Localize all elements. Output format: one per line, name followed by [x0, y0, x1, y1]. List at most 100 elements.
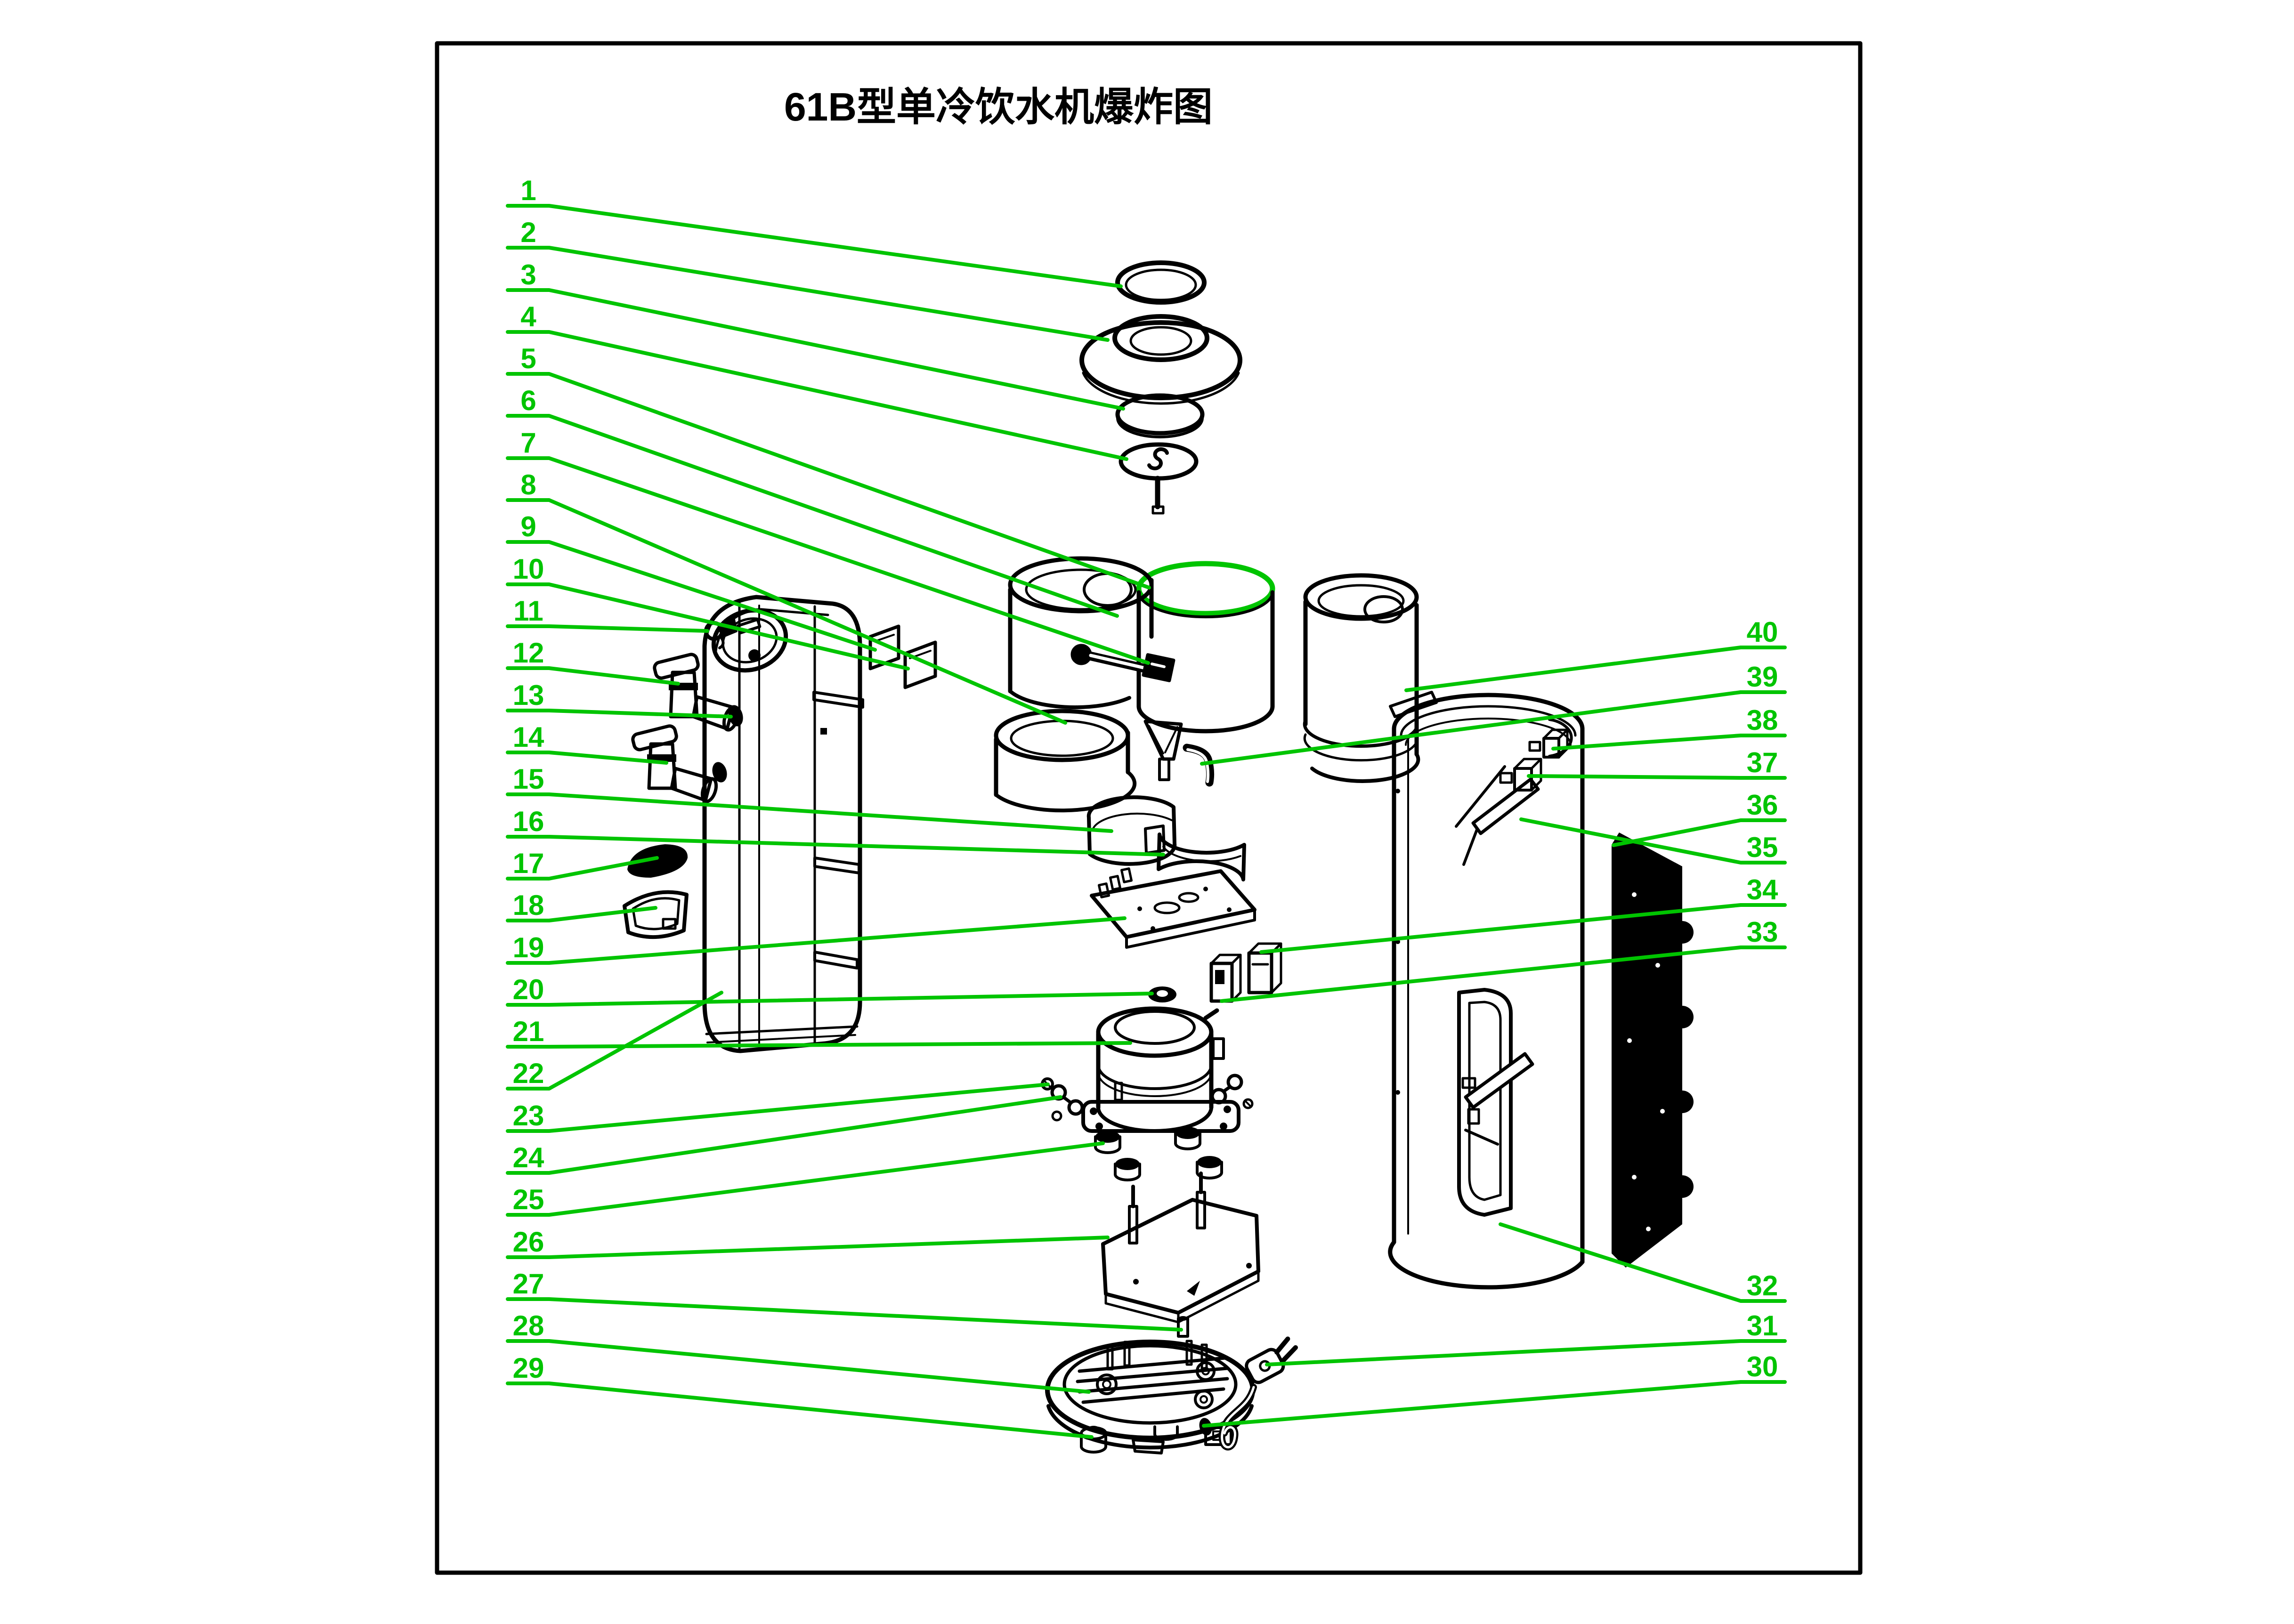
leader-line-24: [506, 1095, 1062, 1175]
leader-line-12: [506, 666, 680, 686]
callout-layer: 1234567891011121314151617181920212223242…: [506, 175, 1787, 1439]
callout-38: 38: [1551, 704, 1787, 751]
callout-29: 29: [506, 1352, 1094, 1439]
leader-line-10: [506, 582, 910, 671]
callout-number-18: 18: [513, 889, 544, 921]
callout-number-39: 39: [1747, 661, 1778, 693]
leader-line-17: [506, 856, 659, 881]
leader-line-9: [506, 540, 877, 652]
callout-number-24: 24: [513, 1142, 544, 1173]
callout-number-37: 37: [1747, 747, 1778, 778]
relay-box-left: [1209, 953, 1242, 1003]
seal-ring: [1115, 393, 1205, 438]
callout-number-11: 11: [513, 595, 543, 627]
elbow-tube: [1183, 743, 1215, 787]
callout-number-30: 30: [1747, 1351, 1778, 1382]
clip-b: [1499, 758, 1542, 792]
callout-33: 33: [1220, 916, 1787, 1003]
callout-number-36: 36: [1747, 789, 1778, 821]
left-lower-shell: [994, 709, 1137, 813]
leader-line-35: [1519, 817, 1787, 865]
leader-line-34: [1259, 903, 1787, 954]
top-gasket-ring: [1115, 260, 1207, 305]
callout-19: 19: [506, 916, 1127, 965]
callout-number-3: 3: [520, 259, 536, 291]
leader-line-5: [506, 372, 1151, 590]
condenser-grille: [1612, 832, 1694, 1268]
callout-15: 15: [506, 763, 1113, 833]
callout-10: 10: [506, 553, 910, 671]
callout-number-4: 4: [520, 301, 536, 332]
callout-number-14: 14: [513, 721, 544, 753]
callout-number-10: 10: [513, 553, 544, 585]
drain-funnel: [1143, 719, 1183, 781]
rubber-feet: [1094, 1127, 1223, 1181]
leader-line-1: [506, 204, 1123, 288]
callout-number-35: 35: [1747, 832, 1778, 863]
callout-21: 21: [506, 1016, 1132, 1049]
callout-number-29: 29: [513, 1352, 544, 1384]
leader-line-33: [1220, 945, 1787, 1003]
leader-line-27: [506, 1297, 1183, 1332]
callout-28: 28: [506, 1310, 1091, 1394]
tank-outlet-connector: [1070, 644, 1175, 682]
callout-number-2: 2: [520, 217, 536, 248]
callout-number-9: 9: [520, 511, 536, 542]
grommet-upper: [728, 705, 743, 727]
parts-artwork: [623, 260, 1694, 1454]
callout-39: 39: [1200, 661, 1787, 766]
callout-number-40: 40: [1747, 616, 1778, 648]
drip-tray-front: [627, 844, 688, 878]
callout-40: 40: [1404, 616, 1787, 692]
left-upper-shell: [1008, 556, 1154, 710]
callout-1: 1: [506, 175, 1123, 288]
callout-number-33: 33: [1747, 916, 1778, 948]
drawing-frame: [435, 41, 1863, 1575]
callout-37: 37: [1527, 747, 1787, 780]
callout-number-26: 26: [513, 1226, 544, 1258]
leader-line-16: [506, 835, 1165, 856]
callout-number-31: 31: [1747, 1310, 1778, 1341]
leader-line-30: [1202, 1380, 1787, 1428]
leader-line-2: [506, 246, 1110, 342]
callout-12: 12: [506, 637, 680, 686]
callout-number-12: 12: [513, 637, 544, 669]
callout-number-32: 32: [1747, 1270, 1778, 1301]
leader-line-20: [506, 992, 1154, 1007]
page-title: 61B型单冷饮水机爆炸图: [784, 85, 1213, 129]
mounting-plate: [1090, 867, 1256, 949]
leader-line-25: [506, 1141, 1105, 1217]
leader-line-39: [1200, 690, 1787, 766]
half-shelf-right: [1157, 832, 1246, 881]
callout-25: 25: [506, 1141, 1105, 1217]
callout-26: 26: [506, 1226, 1110, 1259]
leader-line-4: [506, 330, 1128, 461]
leader-line-21: [506, 1041, 1132, 1049]
callout-30: 30: [1202, 1351, 1787, 1428]
callout-number-38: 38: [1747, 704, 1778, 736]
leader-line-11: [506, 624, 709, 633]
compressor: [1081, 1006, 1240, 1133]
callout-number-1: 1: [520, 175, 536, 206]
front-door-panel: [702, 595, 864, 1053]
callout-number-21: 21: [513, 1016, 544, 1047]
leader-line-38: [1551, 734, 1787, 751]
leader-line-31: [1265, 1339, 1787, 1366]
callout-number-17: 17: [513, 848, 544, 879]
callout-23: 23: [506, 1083, 1050, 1133]
callout-24: 24: [506, 1095, 1062, 1175]
water-tank: [1136, 561, 1275, 734]
callout-18: 18: [506, 889, 657, 922]
leader-line-6: [506, 414, 1119, 618]
callout-number-23: 23: [513, 1100, 544, 1131]
base-foot-pads: [1080, 1425, 1179, 1454]
callout-number-5: 5: [520, 343, 536, 374]
leader-line-8: [506, 498, 1067, 725]
callout-number-19: 19: [513, 932, 544, 963]
drip-tray-collar: [623, 890, 689, 939]
callout-number-7: 7: [520, 427, 536, 459]
callout-22: 22: [506, 991, 723, 1091]
leader-line-15: [506, 792, 1113, 833]
